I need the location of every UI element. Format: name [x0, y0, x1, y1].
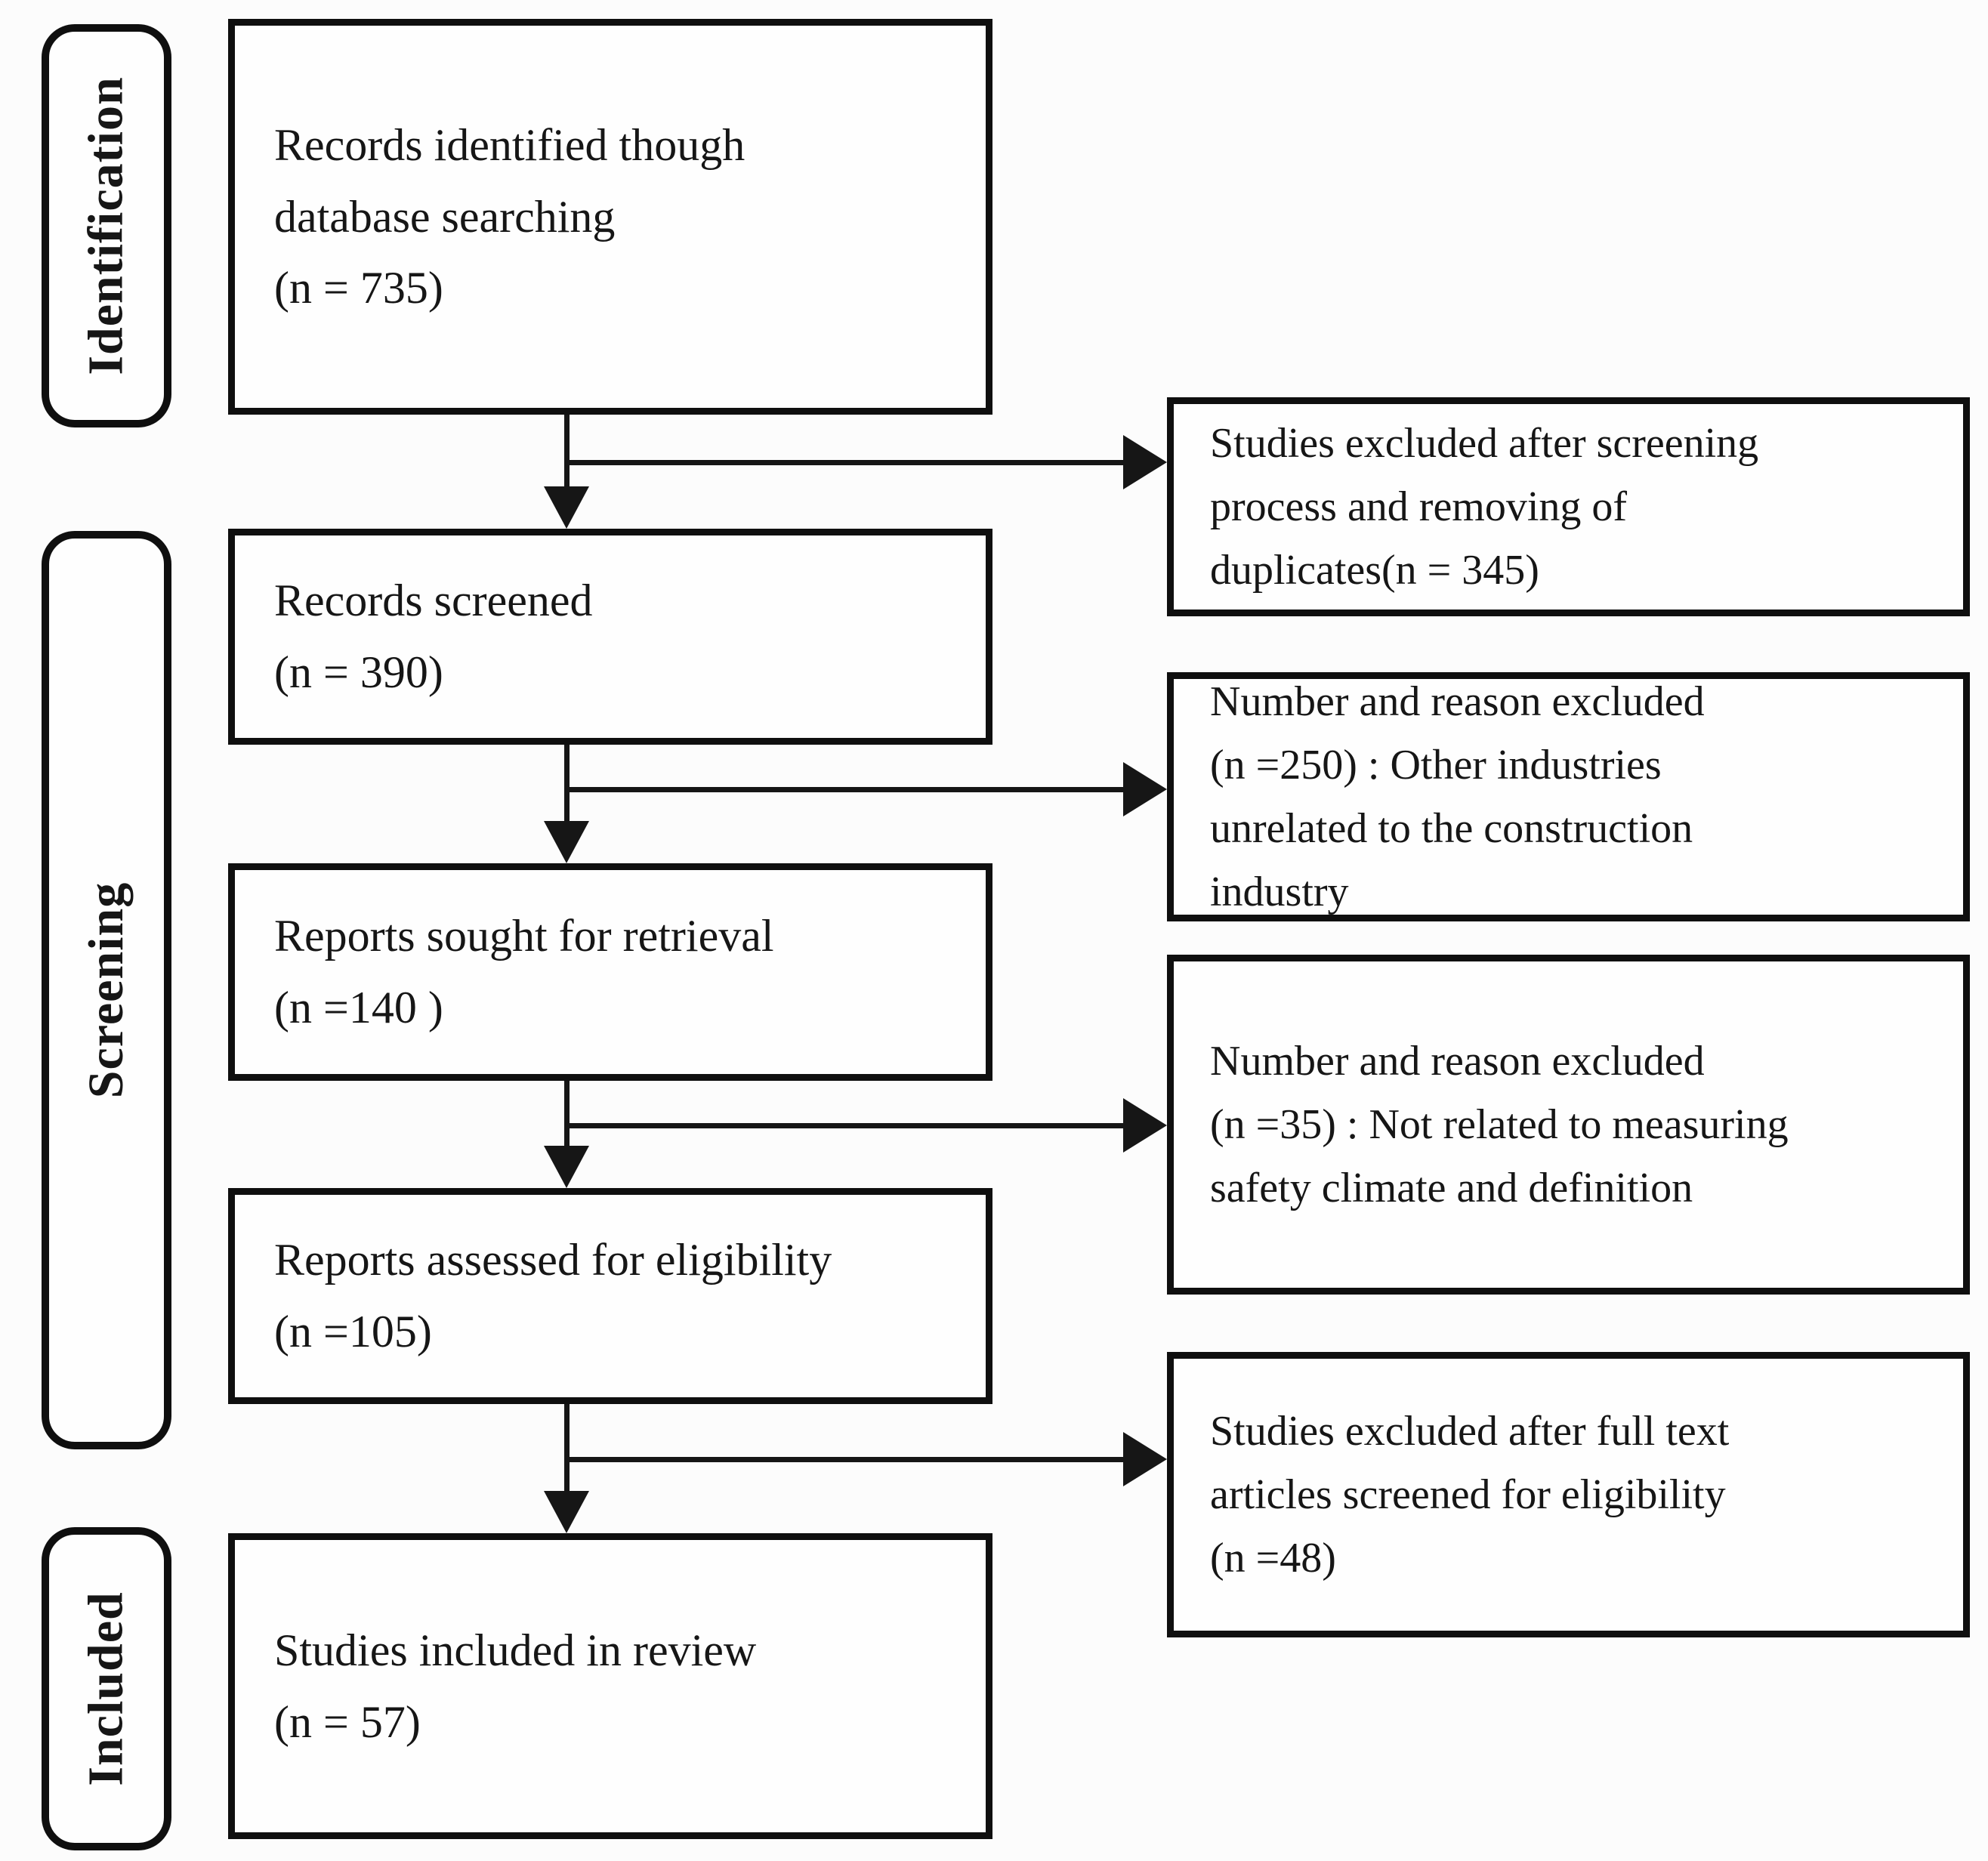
connector-vertical-3: [564, 1081, 570, 1149]
arrowhead-right-icon: [1123, 435, 1167, 489]
exclusion-box-not-related: Number and reason excluded (n =35) : Not…: [1167, 955, 1970, 1295]
connector-horizontal-1: [566, 460, 1125, 465]
arrowhead-right-icon: [1123, 1098, 1167, 1153]
flow-box-records-screened-text: Records screened (n = 390): [274, 576, 593, 697]
connector-horizontal-4: [566, 1457, 1125, 1462]
exclusion-box-other-industries-text: Number and reason excluded (n =250) : Ot…: [1210, 678, 1705, 915]
connector-vertical-1: [564, 415, 570, 489]
stage-label-included: Included: [79, 1591, 134, 1786]
flow-box-reports-assessed: Reports assessed for eligibility (n =105…: [228, 1188, 992, 1404]
stage-label-screening: Screening: [79, 881, 134, 1099]
connector-horizontal-2: [566, 787, 1125, 792]
connector-horizontal-3: [566, 1123, 1125, 1128]
flow-box-reports-sought-text: Reports sought for retrieval (n =140 ): [274, 911, 774, 1032]
stage-label-identification: Identification: [79, 76, 134, 375]
exclusion-box-fulltext-text: Studies excluded after full text article…: [1210, 1408, 1730, 1582]
connector-vertical-4: [564, 1404, 570, 1494]
flow-box-studies-included: Studies included in review (n = 57): [228, 1533, 992, 1839]
exclusion-box-fulltext: Studies excluded after full text article…: [1167, 1352, 1970, 1637]
arrowhead-down-icon: [544, 1146, 589, 1188]
exclusion-box-after-screening: Studies excluded after screening process…: [1167, 397, 1970, 616]
exclusion-box-after-screening-text: Studies excluded after screening process…: [1210, 420, 1759, 594]
arrowhead-right-icon: [1123, 1432, 1167, 1486]
exclusion-box-other-industries: Number and reason excluded (n =250) : Ot…: [1167, 672, 1970, 921]
flow-box-records-screened: Records screened (n = 390): [228, 529, 992, 745]
flow-box-reports-assessed-text: Reports assessed for eligibility (n =105…: [274, 1235, 832, 1356]
arrowhead-right-icon: [1123, 762, 1167, 816]
flow-box-studies-included-text: Studies included in review (n = 57): [274, 1625, 757, 1747]
arrowhead-down-icon: [544, 821, 589, 863]
exclusion-box-not-related-text: Number and reason excluded (n =35) : Not…: [1210, 1038, 1789, 1211]
stage-box-included: Included: [42, 1527, 171, 1850]
arrowhead-down-icon: [544, 486, 589, 529]
arrowhead-down-icon: [544, 1491, 589, 1533]
stage-box-screening: Screening: [42, 531, 171, 1449]
connector-vertical-2: [564, 745, 570, 824]
flow-box-records-identified-text: Records identified though database searc…: [274, 119, 746, 313]
flow-box-reports-sought: Reports sought for retrieval (n =140 ): [228, 863, 992, 1081]
stage-box-identification: Identification: [42, 24, 171, 427]
flow-box-records-identified: Records identified though database searc…: [228, 19, 992, 415]
